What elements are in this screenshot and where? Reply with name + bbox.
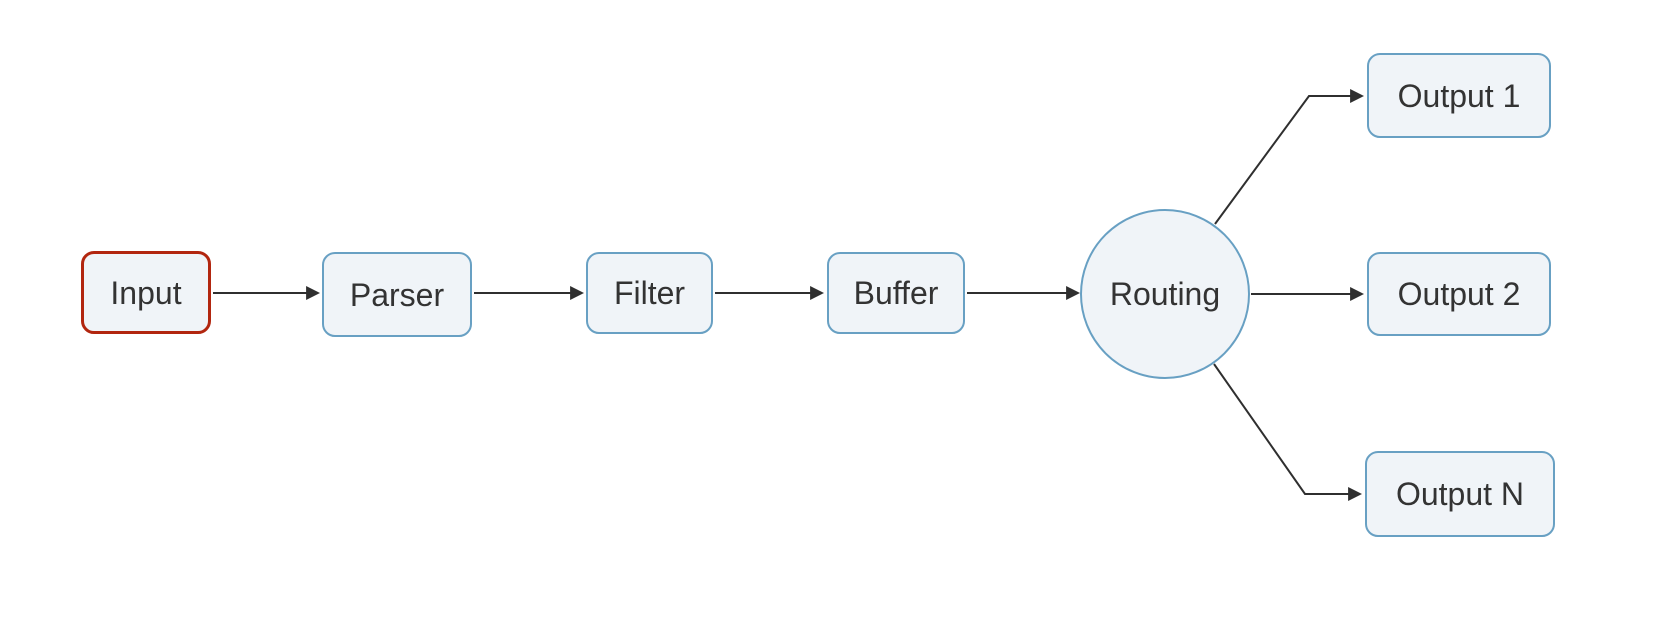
node-input: Input bbox=[81, 251, 211, 334]
node-output-1: Output 1 bbox=[1367, 53, 1551, 138]
node-buffer: Buffer bbox=[827, 252, 965, 334]
node-filter-label: Filter bbox=[613, 275, 686, 311]
node-routing-label: Routing bbox=[1109, 276, 1221, 312]
node-output-n-label: Output N bbox=[1395, 476, 1525, 512]
node-output-n: Output N bbox=[1365, 451, 1555, 537]
node-filter: Filter bbox=[586, 252, 713, 334]
node-parser-label: Parser bbox=[349, 276, 445, 313]
node-output-2-label: Output 2 bbox=[1397, 276, 1521, 312]
node-parser: Parser bbox=[322, 252, 472, 337]
node-buffer-label: Buffer bbox=[853, 275, 939, 311]
node-output-1-label: Output 1 bbox=[1397, 77, 1521, 114]
node-output-2: Output 2 bbox=[1367, 252, 1551, 336]
edge-routing-outputn bbox=[1213, 363, 1363, 501]
edge-routing-output1 bbox=[1214, 89, 1365, 225]
node-input-label: Input bbox=[110, 274, 182, 311]
node-routing: Routing bbox=[1080, 209, 1250, 379]
